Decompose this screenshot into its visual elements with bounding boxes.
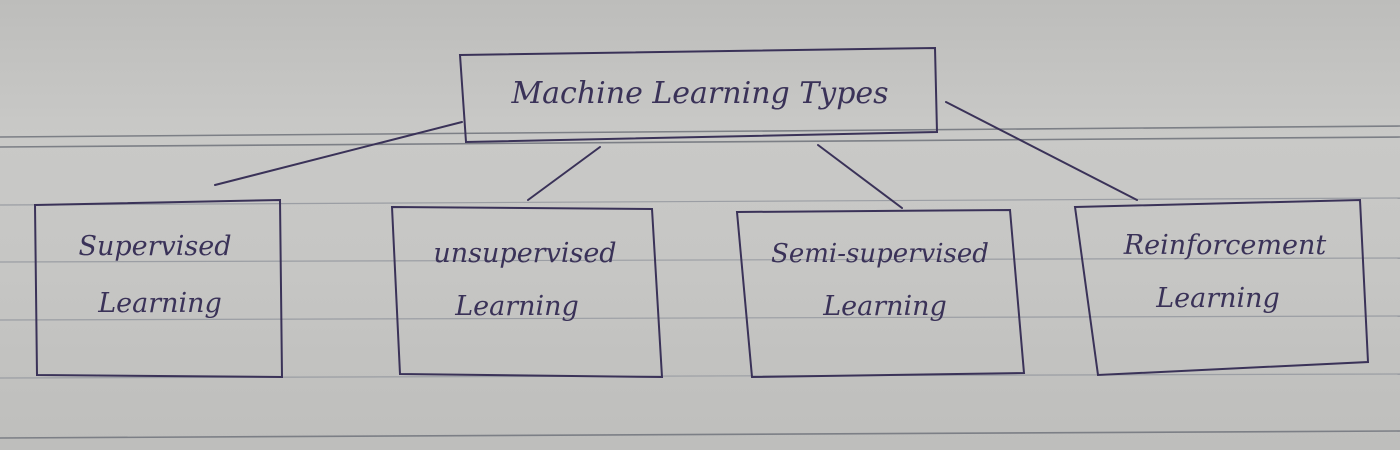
child-node-box — [390, 205, 664, 379]
child-node-box — [33, 198, 284, 379]
root-node: Machine Learning Types — [458, 46, 939, 144]
rule-line — [0, 125, 1400, 138]
child-node-label-line2: Learning — [822, 291, 947, 322]
child-node-label-line2: Learning — [454, 291, 579, 322]
child-node-label-line1: unsupervised — [433, 238, 616, 269]
child-node-label-line2: Learning — [97, 288, 222, 319]
child-node-label-line1: Semi-supervised — [771, 239, 989, 269]
child-node-unsupervised: unsupervised Learning — [390, 205, 664, 379]
rule-line — [0, 315, 1400, 321]
child-node-box — [735, 208, 1026, 379]
child-node-supervised: Supervised Learning — [33, 198, 284, 379]
rule-line — [0, 197, 1400, 206]
child-node-label-line1: Supervised — [78, 231, 231, 262]
edge-root-unsupervised — [527, 146, 601, 201]
child-node-box — [1073, 198, 1370, 377]
edge-root-reinforcement — [945, 101, 1138, 201]
child-node-reinforcement: Reinforcement Learning — [1073, 198, 1370, 377]
edge-root-semi — [817, 144, 903, 209]
root-node-box — [458, 46, 939, 144]
child-node-semi: Semi-supervised Learning — [735, 208, 1026, 379]
edge-root-supervised — [214, 121, 463, 186]
rule-line — [0, 136, 1400, 148]
connectors — [214, 101, 1138, 209]
rule-line — [0, 257, 1400, 263]
child-node-label-line2: Learning — [1155, 283, 1280, 314]
child-node-label-line1: Reinforcement — [1123, 230, 1327, 261]
ruled-lines — [0, 125, 1400, 439]
root-node-label: Machine Learning Types — [510, 76, 888, 111]
rule-line — [0, 430, 1400, 439]
